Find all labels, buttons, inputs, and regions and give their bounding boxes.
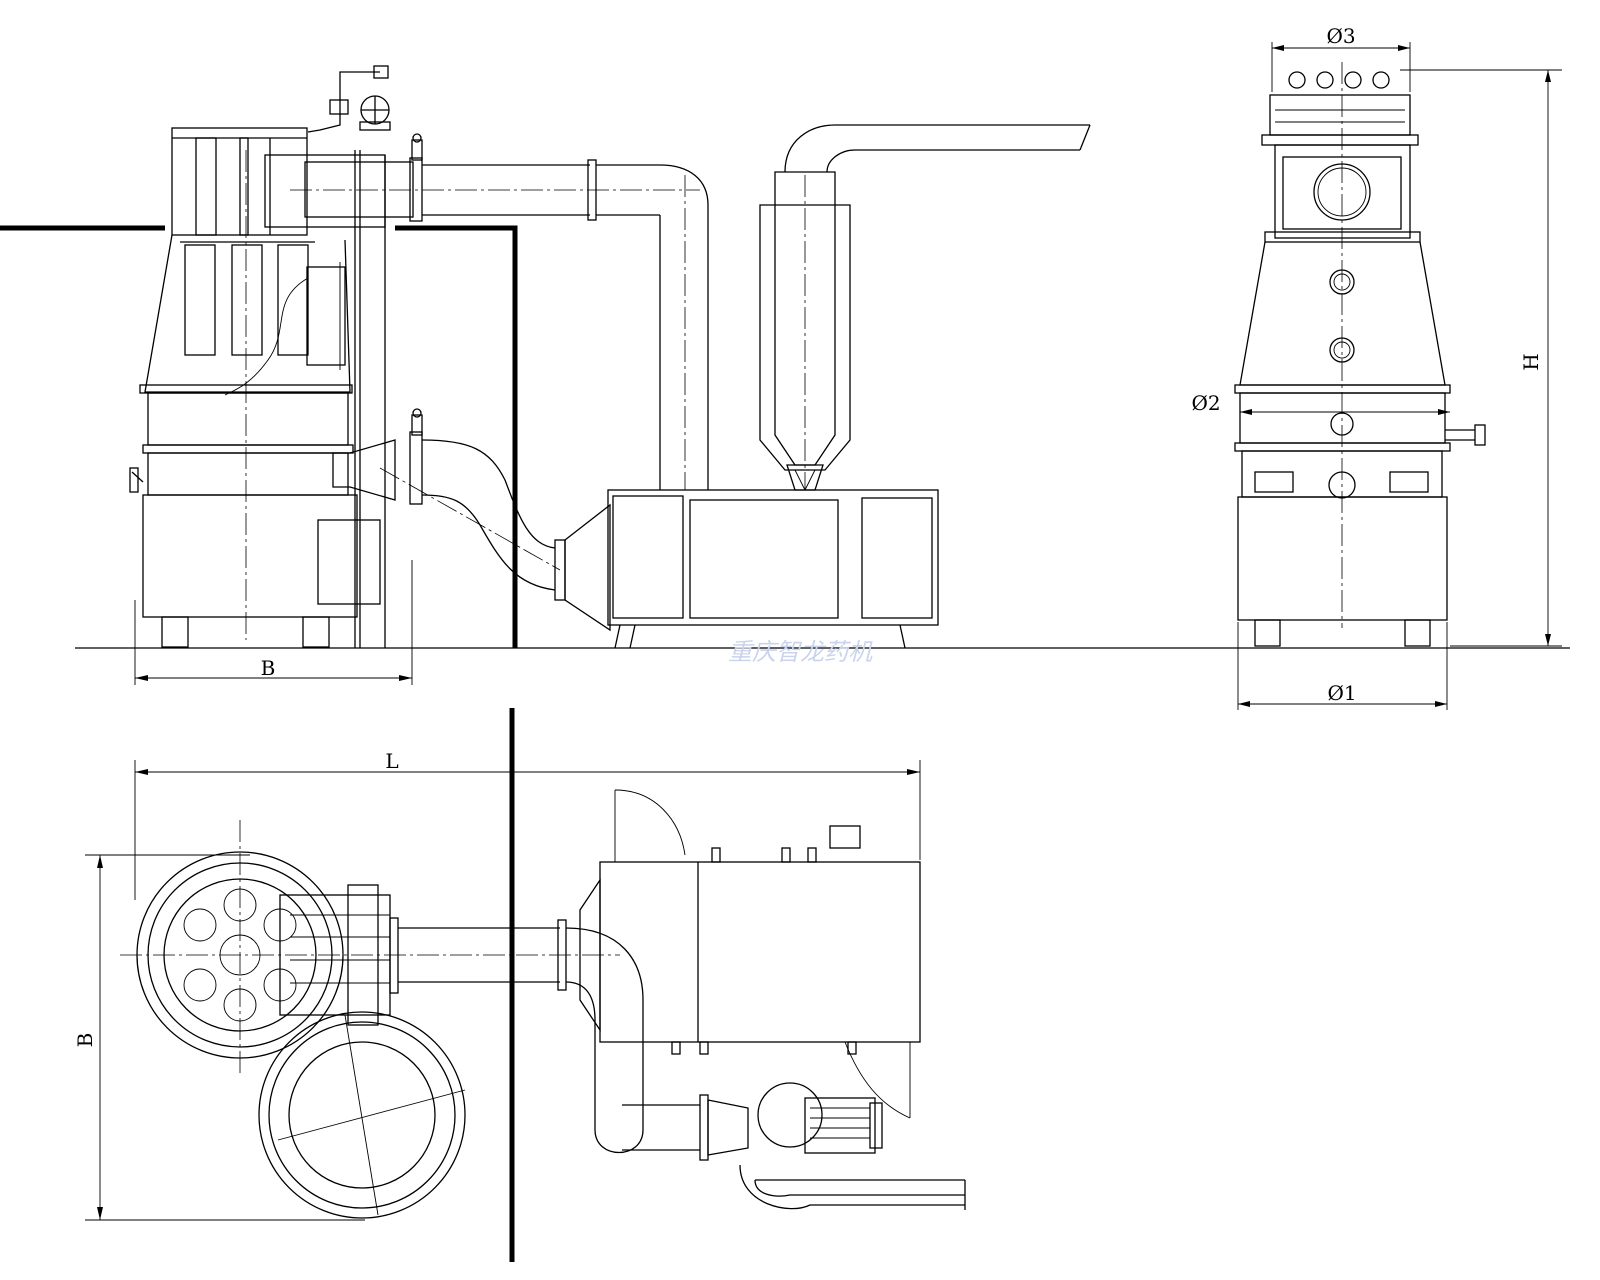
dimension-phi1: Ø1 bbox=[1237, 622, 1448, 710]
dimension-l: L bbox=[134, 749, 921, 900]
dimension-phi2: Ø2 bbox=[1191, 391, 1450, 415]
label-b-front: B bbox=[261, 656, 276, 680]
label-phi3: Ø3 bbox=[1326, 24, 1355, 48]
label-phi1: Ø1 bbox=[1327, 681, 1356, 705]
dimension-h: H bbox=[1400, 69, 1562, 647]
front-elevation-view: B bbox=[0, 65, 1570, 685]
label-b-plan: B bbox=[73, 1033, 97, 1048]
plan-view: L B bbox=[73, 708, 966, 1262]
side-elevation-view: Ø3 Ø2 Ø1 H bbox=[1191, 24, 1562, 710]
label-l: L bbox=[385, 749, 398, 773]
watermark-text: 重庆智龙药机 bbox=[728, 638, 873, 666]
label-phi2: Ø2 bbox=[1191, 391, 1220, 415]
dimension-phi3: Ø3 bbox=[1271, 24, 1411, 92]
dimension-b-plan: B bbox=[73, 854, 365, 1221]
dimension-b-front: B bbox=[134, 560, 413, 685]
label-h: H bbox=[1519, 353, 1543, 370]
